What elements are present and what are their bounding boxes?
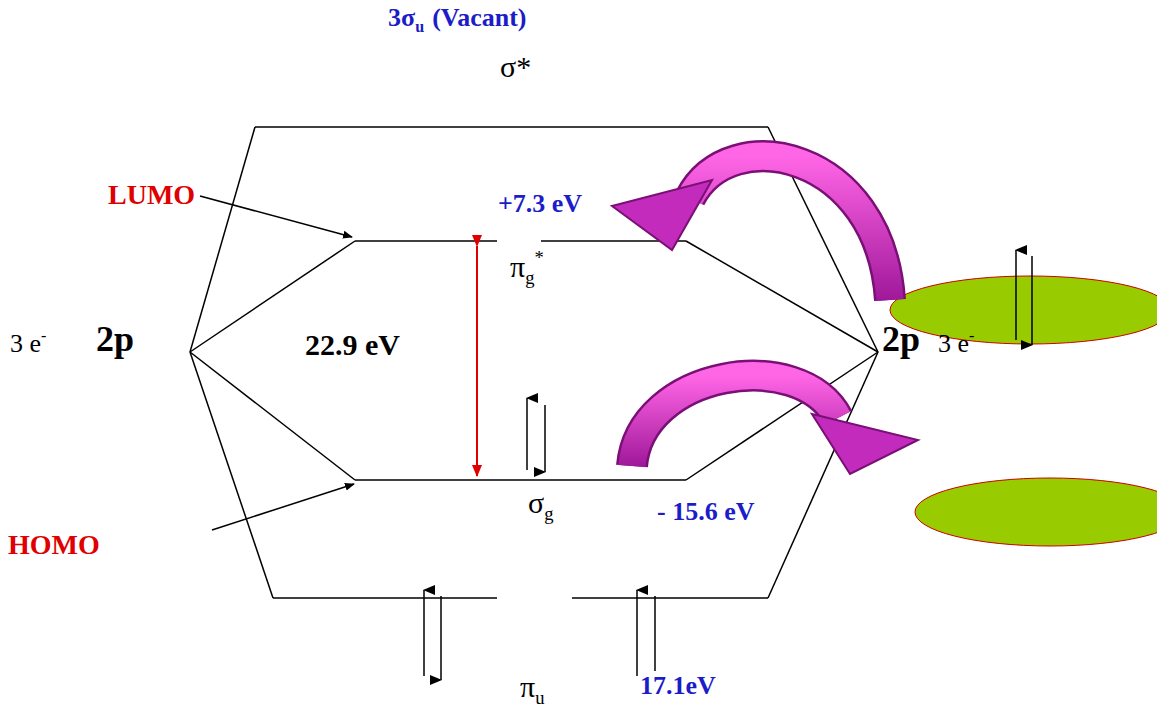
orbital-label: u (535, 687, 544, 708)
label-group: LUMO (108, 180, 195, 211)
label-group: σg (528, 486, 553, 524)
label-group: πg* (510, 248, 544, 288)
frontier-label: HOMO (8, 529, 100, 560)
orbital-title: (Vacant) (432, 3, 526, 32)
orbital-label: * (534, 247, 543, 268)
label-group: 3σu (Vacant) (388, 4, 527, 35)
orbital-label: σ* (500, 50, 531, 83)
back-donation-arrow (632, 376, 918, 474)
label-group: - 15.6 eV (655, 498, 756, 527)
pointer-line (212, 484, 354, 530)
gap-arrow (476, 246, 478, 476)
level-lines (190, 127, 878, 598)
label-group: 17.1eV (638, 672, 718, 701)
orbital-label: π (510, 250, 525, 283)
label-group: σ* (500, 50, 531, 83)
label-group: +7.3 eV (498, 190, 582, 219)
label-group: 3 e- (938, 327, 974, 359)
electron-count: - (41, 327, 46, 344)
label-group: 2p (882, 320, 920, 360)
orbital-label: σ (528, 486, 544, 519)
electron-pairs (424, 398, 655, 680)
energy-value: 17.1eV (638, 671, 718, 700)
donation-arrow (612, 156, 890, 300)
orbital-label: g (525, 267, 534, 288)
electron-count: 3 e (938, 329, 969, 358)
electron-count: 3 e (10, 329, 41, 358)
label-group: HOMO (8, 530, 100, 561)
atomic-orbital: 2p (96, 319, 134, 359)
atomic-orbital: 2p (882, 319, 920, 359)
energy-value: +7.3 eV (498, 189, 582, 218)
gap-value: 22.9 eV (305, 328, 400, 361)
frontier-label: LUMO (108, 179, 195, 210)
pointer-line (200, 196, 352, 237)
energy-value: - 15.6 eV (655, 497, 756, 526)
donor-orbital (890, 276, 1157, 344)
electron-count: - (969, 327, 974, 344)
label-group: 2p (96, 320, 134, 360)
orbital-title: u (415, 18, 424, 35)
label-group: πu (520, 670, 544, 708)
orbital-label: π (520, 670, 535, 703)
orbital-label: g (544, 503, 553, 524)
electron-pair (1016, 250, 1032, 345)
acceptor-orbital (915, 478, 1157, 546)
orbital-title: 3σ (388, 3, 415, 32)
label-group: 22.9 eV (305, 328, 400, 361)
label-group: 3 e- (10, 327, 46, 359)
